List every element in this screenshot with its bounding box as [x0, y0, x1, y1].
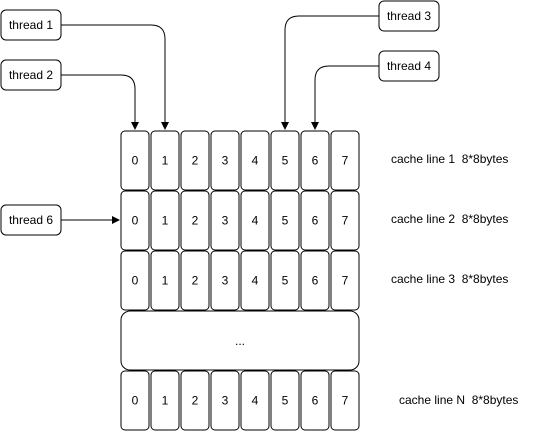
- cache-cell: 7: [330, 370, 360, 431]
- thread-box-2-label: thread 2: [9, 68, 53, 82]
- thread-box-4: thread 4: [378, 50, 440, 82]
- cache-cell: 5: [270, 190, 300, 251]
- cache-cell-value: 4: [252, 394, 259, 408]
- cache-cell: 7: [330, 250, 360, 311]
- cache-cell: 4: [240, 190, 270, 251]
- ellipsis-label: ...: [235, 334, 245, 348]
- thread-box-2: thread 2: [0, 59, 62, 91]
- arrow-thread-4: [311, 65, 379, 130]
- cache-cell: 3: [210, 370, 240, 431]
- cache-cell-value: 5: [282, 394, 289, 408]
- cache-cell: 4: [240, 250, 270, 311]
- cache-cell: 1: [150, 370, 180, 431]
- cache-cell-value: 3: [222, 214, 229, 228]
- cache-cell-value: 5: [282, 154, 289, 168]
- cache-cell-value: 7: [342, 214, 349, 228]
- cache-cell: 6: [300, 190, 330, 251]
- cache-line-row-2: 0 1 2 3 4 5 6 7: [120, 190, 360, 251]
- cache-cell-value: 2: [192, 394, 199, 408]
- thread-box-1: thread 1: [0, 9, 62, 41]
- cache-cell: 1: [150, 250, 180, 311]
- cache-cell-value: 5: [282, 274, 289, 288]
- cache-cell: 2: [180, 250, 210, 311]
- thread-box-4-label: thread 4: [387, 59, 431, 73]
- cache-cell: 7: [330, 130, 360, 191]
- cache-cell-value: 1: [162, 394, 169, 408]
- cache-line-label-n: cache line N 8*8bytes: [399, 393, 518, 407]
- cache-cell-value: 0: [132, 394, 139, 408]
- connector-arrows: [61, 15, 379, 224]
- cache-cell: 5: [270, 130, 300, 191]
- thread-box-6-label: thread 6: [9, 213, 53, 227]
- cache-cell-value: 0: [132, 214, 139, 228]
- cache-cell-value: 0: [132, 154, 139, 168]
- cache-cell: 6: [300, 250, 330, 311]
- cache-line-label-2: cache line 2 8*8bytes: [391, 212, 508, 226]
- cache-cell: 7: [330, 190, 360, 251]
- cache-cell-value: 0: [132, 274, 139, 288]
- cache-cell-value: 6: [312, 154, 319, 168]
- arrow-thread-1: [61, 24, 169, 130]
- cache-cell: 4: [240, 130, 270, 191]
- cache-cell-value: 7: [342, 274, 349, 288]
- cache-cell: 5: [270, 250, 300, 311]
- thread-box-3-label: thread 3: [387, 9, 431, 23]
- cache-cell: 2: [180, 370, 210, 431]
- cache-cell: 2: [180, 190, 210, 251]
- cache-line-label-1: cache line 1 8*8bytes: [391, 152, 508, 166]
- cache-cell: 0: [120, 250, 150, 311]
- cache-cell-value: 1: [162, 214, 169, 228]
- cache-cell-value: 7: [342, 394, 349, 408]
- cache-cell-value: 4: [252, 154, 259, 168]
- cache-cell-value: 3: [222, 274, 229, 288]
- thread-box-3: thread 3: [378, 0, 440, 32]
- cache-line-row-3: 0 1 2 3 4 5 6 7: [120, 250, 360, 311]
- cache-cell: 5: [270, 370, 300, 431]
- cache-cell: 6: [300, 370, 330, 431]
- cache-cell-value: 7: [342, 154, 349, 168]
- cache-cell: 1: [150, 190, 180, 251]
- cache-cell-value: 4: [252, 274, 259, 288]
- cache-cell: 0: [120, 130, 150, 191]
- thread-box-6: thread 6: [0, 204, 62, 236]
- cache-cell-value: 5: [282, 214, 289, 228]
- cache-line-label-3: cache line 3 8*8bytes: [391, 272, 508, 286]
- cache-cell: 3: [210, 130, 240, 191]
- cache-cell: 1: [150, 130, 180, 191]
- ellipsis-row: ...: [120, 310, 360, 371]
- cache-cell-value: 1: [162, 274, 169, 288]
- cache-cell-value: 6: [312, 394, 319, 408]
- cache-cell-value: 1: [162, 154, 169, 168]
- cache-cell-value: 4: [252, 214, 259, 228]
- cache-cell-value: 3: [222, 154, 229, 168]
- cache-cell-value: 3: [222, 394, 229, 408]
- cache-cell-value: 6: [312, 214, 319, 228]
- cache-cell: 3: [210, 250, 240, 311]
- cache-cell-value: 2: [192, 214, 199, 228]
- cache-cell: 4: [240, 370, 270, 431]
- cache-cell: 0: [120, 190, 150, 251]
- cache-cell-value: 2: [192, 154, 199, 168]
- cache-cell-value: 6: [312, 274, 319, 288]
- thread-box-1-label: thread 1: [9, 18, 53, 32]
- cache-line-row-n: 0 1 2 3 4 5 6 7: [120, 370, 360, 431]
- cache-cell-value: 2: [192, 274, 199, 288]
- cache-cell: 2: [180, 130, 210, 191]
- cache-cell: 0: [120, 370, 150, 431]
- arrow-thread-3: [281, 15, 379, 130]
- cache-cell: 6: [300, 130, 330, 191]
- arrow-thread-2: [61, 74, 139, 130]
- cache-line-row-1: 0 1 2 3 4 5 6 7: [120, 130, 360, 191]
- cache-cell: 3: [210, 190, 240, 251]
